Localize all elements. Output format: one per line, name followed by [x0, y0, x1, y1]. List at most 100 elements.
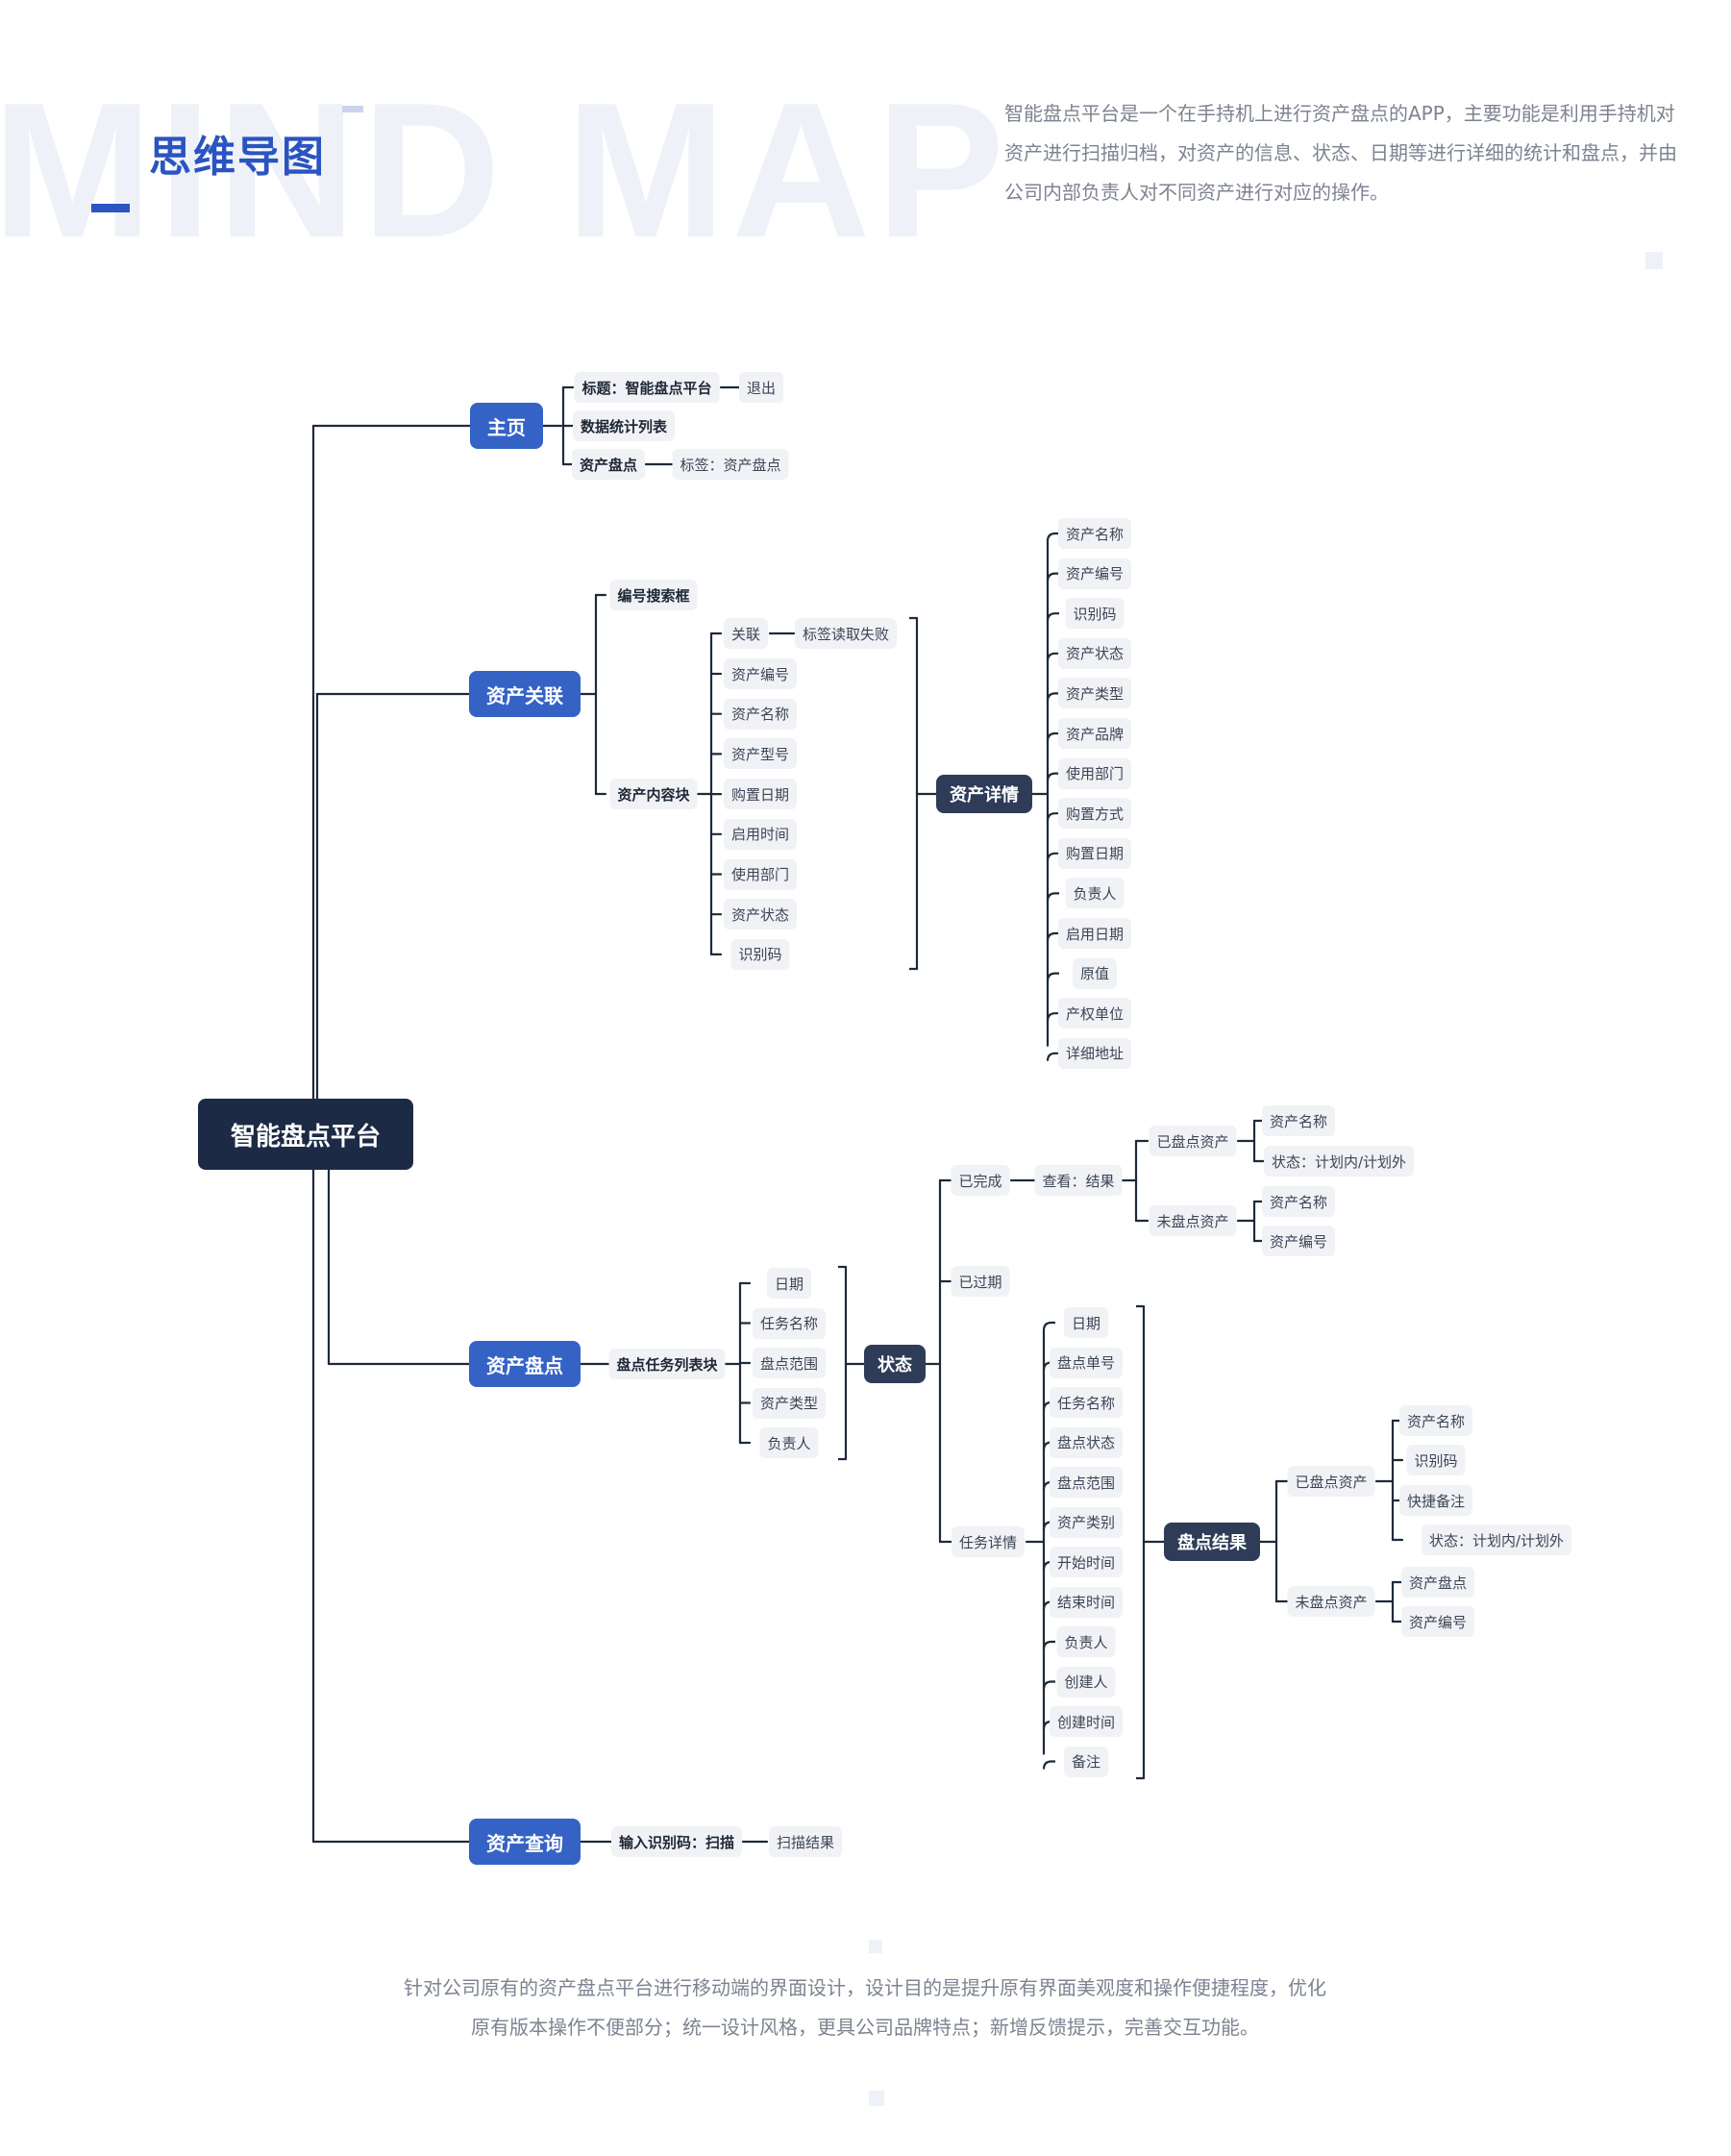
- connector-path: [1046, 652, 1059, 661]
- node-detail-item: 资产名称: [1057, 518, 1132, 549]
- root-node: 智能盘点平台: [197, 1099, 414, 1170]
- node-task-item: 盘点状态: [1049, 1426, 1124, 1458]
- node-detail-item: 原值: [1072, 957, 1118, 989]
- node-counted: 已盘点资产: [1149, 1126, 1237, 1156]
- connector-path: [1046, 772, 1059, 781]
- node-task-item: 盘点范围: [1049, 1467, 1124, 1498]
- node-detail-item: 详细地址: [1057, 1037, 1132, 1069]
- node-view-result: 查看：结果: [1034, 1165, 1123, 1196]
- connector-path: [1042, 1640, 1055, 1650]
- decor-square: [1645, 252, 1663, 269]
- connector-path: [1046, 572, 1059, 582]
- branch-query: 资产查询: [469, 1819, 581, 1865]
- node-content-item: 资产型号: [723, 738, 798, 770]
- node-detail-item: 负责人: [1065, 878, 1125, 909]
- node-inventory-result: 盘点结果: [1164, 1523, 1260, 1561]
- node-uncounted: 未盘点资产: [1149, 1205, 1237, 1236]
- node-detail-item: 资产状态: [1057, 637, 1132, 669]
- node-content-item: 启用时间: [723, 818, 798, 850]
- connector-path: [1046, 812, 1059, 822]
- branch-association: 资产关联: [469, 671, 581, 717]
- footer-text: 针对公司原有的资产盘点平台进行移动端的界面设计，设计目的是提升原有界面美观度和操…: [365, 1969, 1365, 2047]
- node-expired: 已过期: [951, 1266, 1010, 1297]
- connector-path: [838, 1265, 848, 1461]
- node-task-item: 创建时间: [1049, 1706, 1124, 1737]
- node-asset-detail: 资产详情: [936, 775, 1032, 813]
- node-detail-item: 使用部门: [1057, 757, 1132, 789]
- node-counted-item: 资产名称: [1261, 1105, 1336, 1136]
- connector-path: [1046, 731, 1059, 742]
- branch-home: 主页: [470, 403, 543, 449]
- node-content-item: 资产编号: [723, 658, 798, 689]
- title-accent-square: [342, 106, 363, 112]
- node-result-counted-item: 状态：计划内/计划外: [1421, 1524, 1572, 1555]
- node-list-item: 资产类型: [752, 1387, 827, 1419]
- connector-path: [1136, 1304, 1146, 1780]
- node-uncounted-item: 资产名称: [1261, 1186, 1336, 1217]
- node-scan-result: 扫描结果: [768, 1826, 843, 1857]
- node-content-item: 购置日期: [723, 779, 798, 810]
- decor-square: [869, 2091, 884, 2106]
- node-uncounted-item: 资产编号: [1261, 1226, 1336, 1256]
- node-task-item: 结束时间: [1049, 1586, 1124, 1618]
- connector-path: [1046, 972, 1059, 981]
- connector-path: [1042, 1760, 1055, 1770]
- node-detail-item: 资产类型: [1057, 678, 1132, 709]
- node-task-item: 负责人: [1056, 1626, 1116, 1657]
- connector-path: [1046, 532, 1059, 542]
- node-list-item: 负责人: [759, 1427, 819, 1458]
- connector-path: [1046, 892, 1059, 902]
- node-result-counted-item: 资产名称: [1398, 1405, 1473, 1436]
- node-task-item: 任务名称: [1049, 1387, 1124, 1418]
- node-result-counted-item: 快捷备注: [1398, 1485, 1473, 1516]
- node-stats-list: 数据统计列表: [572, 410, 676, 441]
- node-task-item: 资产类别: [1049, 1506, 1124, 1538]
- node-result-counted-item: 识别码: [1406, 1445, 1466, 1475]
- connector-path: [909, 616, 919, 971]
- node-task-item: 开始时间: [1049, 1547, 1124, 1577]
- node-task-detail: 任务详情: [951, 1526, 1026, 1557]
- connector-path: [1042, 1321, 1055, 1331]
- node-detail-item: 购置方式: [1057, 798, 1132, 830]
- footer-line-1: 针对公司原有的资产盘点平台进行移动端的界面设计，设计目的是提升原有界面美观度和操…: [404, 1976, 1326, 1999]
- node-detail-item: 购置日期: [1057, 837, 1132, 869]
- intro-text: 智能盘点平台是一个在手持机上进行资产盘点的APP，主要功能是利用手持机对资产进行…: [1004, 102, 1677, 204]
- node-task-item: 日期: [1063, 1307, 1109, 1338]
- connector-path: [1046, 692, 1059, 702]
- connector-path: [1042, 1680, 1055, 1690]
- node-content-item: 资产状态: [723, 899, 798, 930]
- page-title: 思维导图: [149, 133, 326, 182]
- node-list-item: 日期: [766, 1268, 812, 1299]
- node-content-block: 资产内容块: [609, 779, 698, 809]
- node-read-fail: 标签读取失败: [794, 618, 898, 649]
- title-accent-bar: [91, 204, 130, 212]
- node-detail-item: 启用日期: [1057, 918, 1132, 949]
- node-task-item: 盘点单号: [1049, 1347, 1124, 1378]
- node-task-item: 创建人: [1056, 1666, 1116, 1698]
- connector-path: [1046, 1012, 1059, 1022]
- node-content-item: 使用部门: [723, 858, 798, 890]
- node-home-inventory: 资产盘点: [571, 449, 646, 480]
- node-detail-item: 识别码: [1065, 598, 1125, 630]
- node-link: 关联: [723, 618, 769, 649]
- branch-inventory: 资产盘点: [469, 1341, 581, 1387]
- node-completed: 已完成: [951, 1165, 1010, 1196]
- node-list-item: 任务名称: [752, 1307, 827, 1339]
- node-task-item: 备注: [1063, 1746, 1109, 1777]
- background-watermark-text: MIND MAP: [0, 63, 1011, 278]
- connector-path: [1046, 931, 1059, 942]
- connector-path: [1046, 1052, 1059, 1061]
- node-detail-item: 资产品牌: [1057, 718, 1132, 749]
- node-result-counted: 已盘点资产: [1287, 1466, 1375, 1497]
- node-detail-item: 产权单位: [1057, 998, 1132, 1029]
- node-counted-item: 状态：计划内/计划外: [1263, 1146, 1415, 1177]
- node-detail-item: 资产编号: [1057, 558, 1132, 589]
- node-logout: 退出: [738, 372, 784, 403]
- node-result-uncounted-item: 资产盘点: [1400, 1567, 1475, 1598]
- node-result-uncounted: 未盘点资产: [1287, 1586, 1375, 1617]
- node-list-item: 盘点范围: [752, 1348, 827, 1378]
- node-task-list: 盘点任务列表块: [608, 1349, 726, 1379]
- node-inventory-tag: 标签：资产盘点: [672, 449, 789, 480]
- decor-square: [869, 1940, 882, 1953]
